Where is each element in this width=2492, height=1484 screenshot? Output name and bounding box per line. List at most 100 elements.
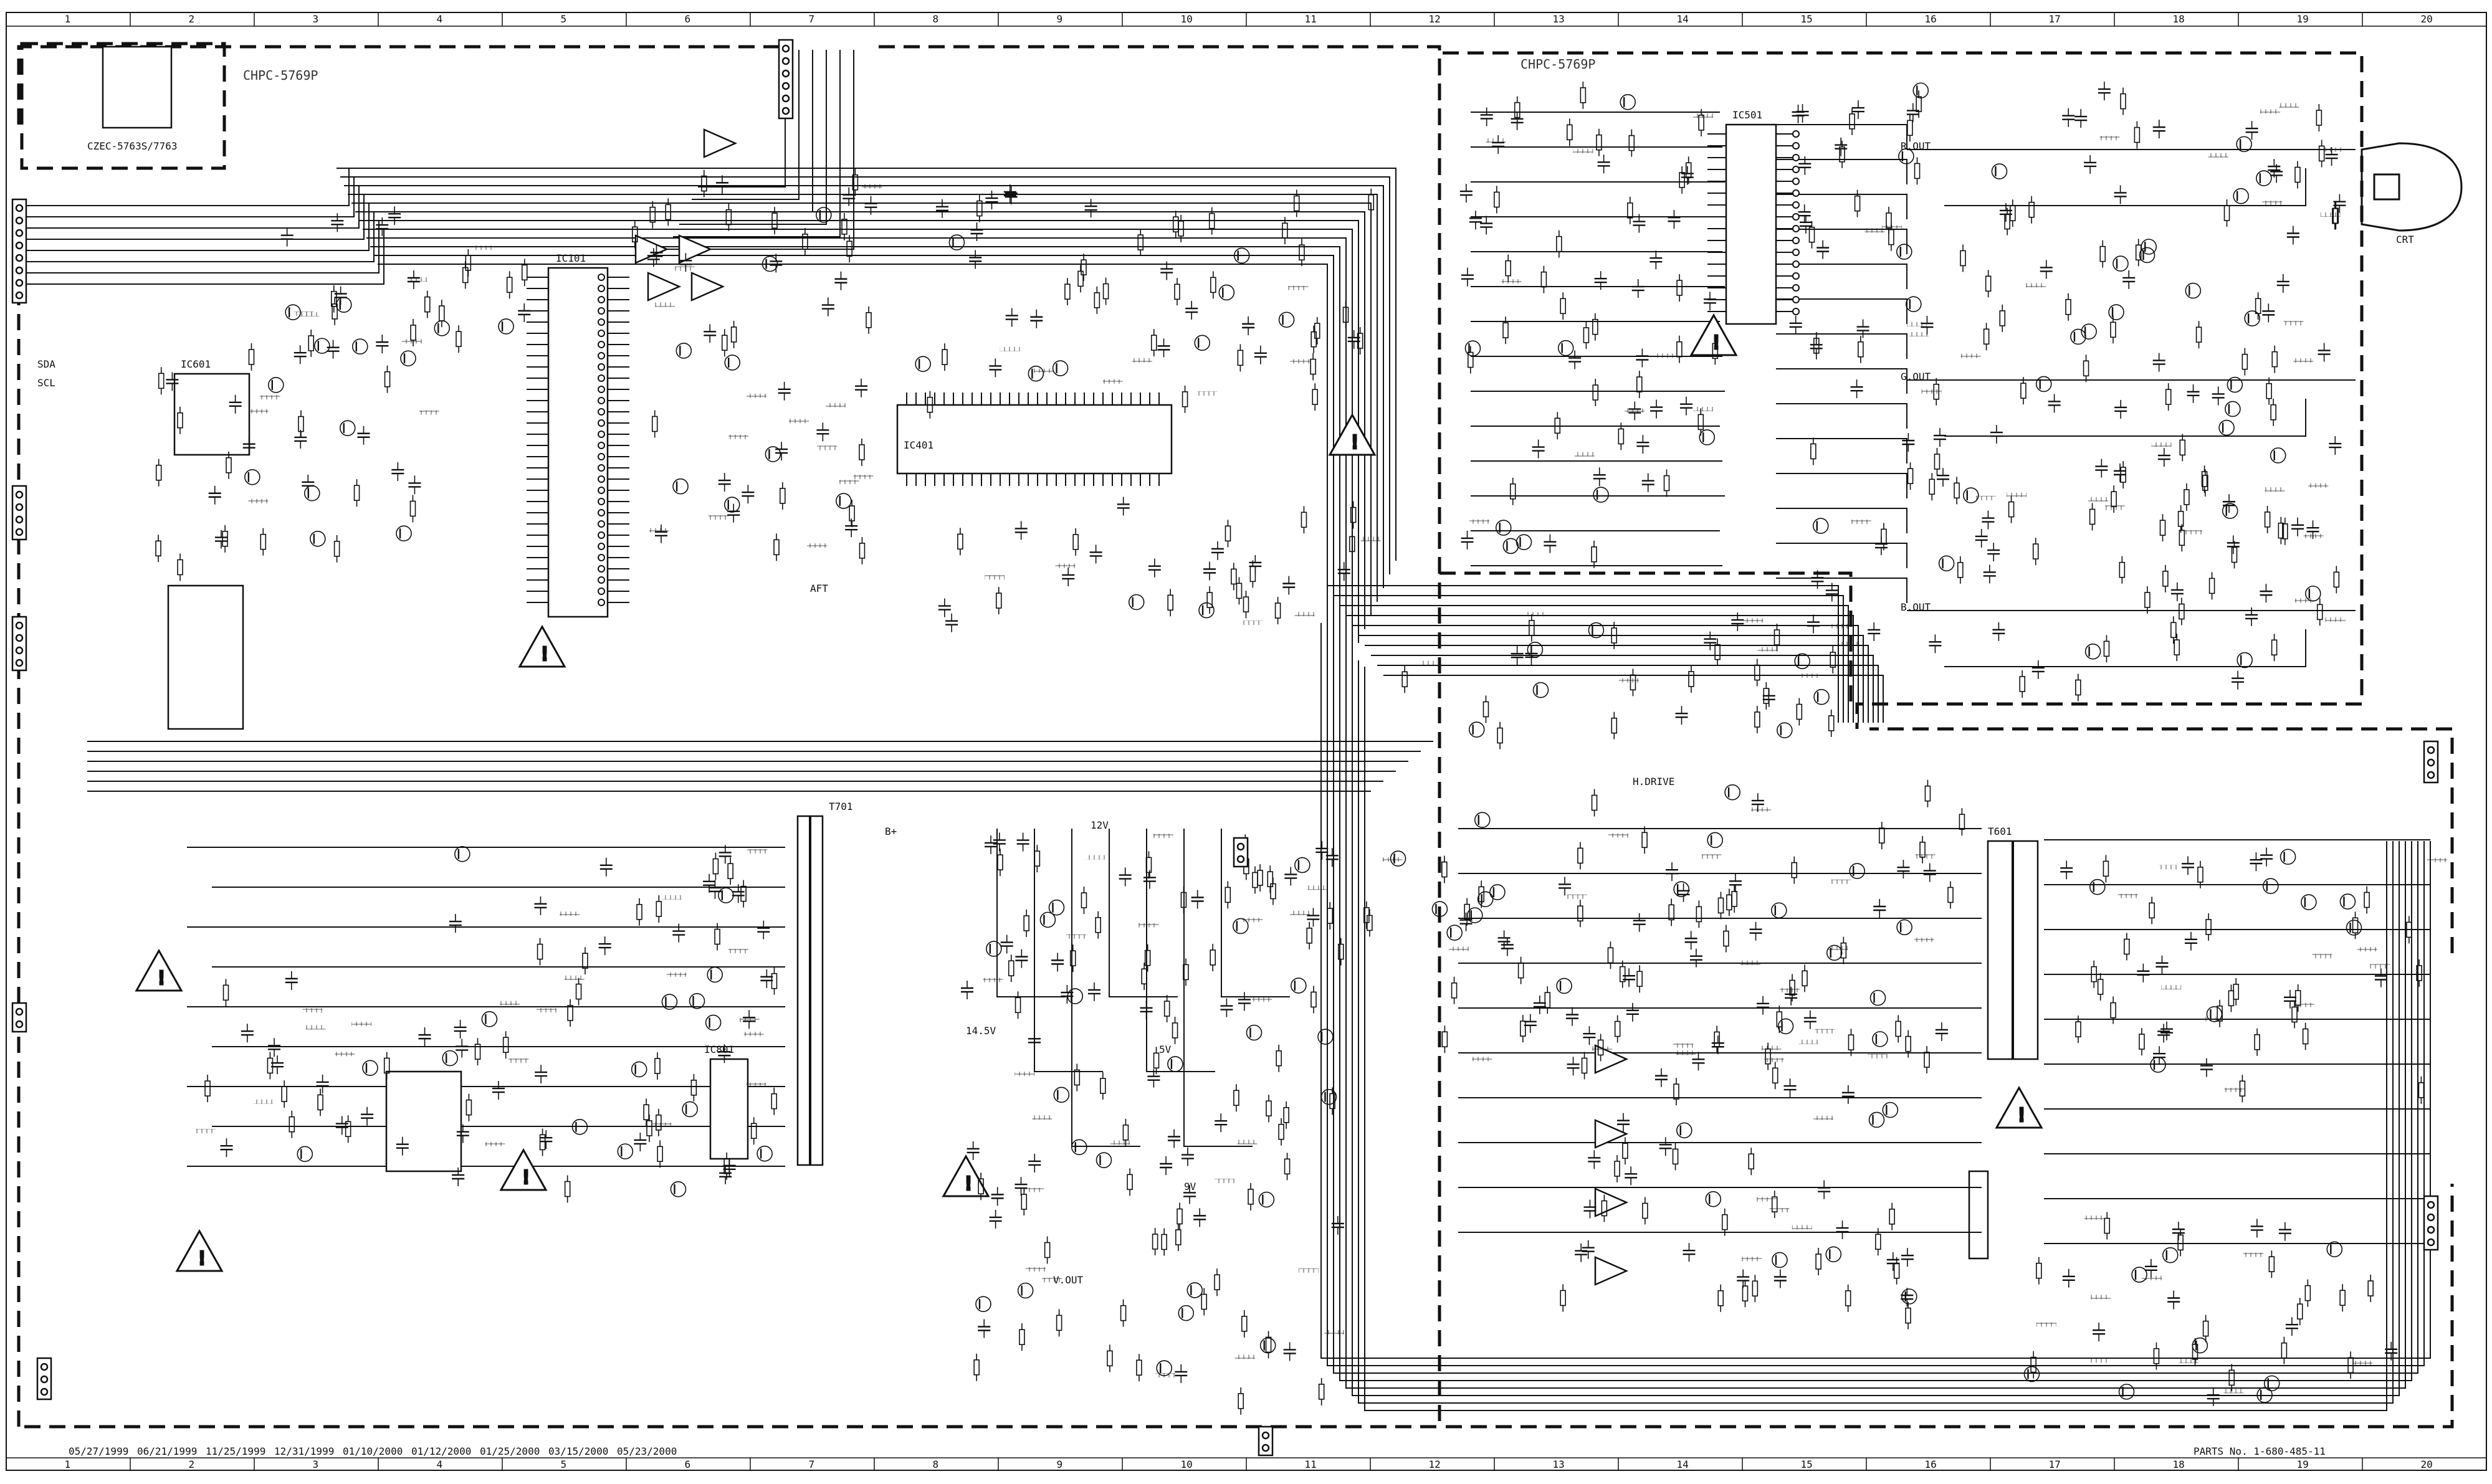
resistor xyxy=(1314,323,1320,339)
resistor xyxy=(727,863,733,880)
edge-connectors xyxy=(11,39,2439,1457)
component-label xyxy=(1237,1139,1258,1144)
resistor xyxy=(1577,847,1583,864)
bus-wire xyxy=(1327,585,1839,723)
connector-pin xyxy=(15,216,24,225)
resistor xyxy=(1152,1234,1158,1250)
component-label xyxy=(2088,497,2109,502)
ic-pin-marker xyxy=(598,587,605,595)
bus-wire xyxy=(363,229,1353,657)
component-label xyxy=(1469,519,1490,524)
resistor xyxy=(1556,235,1562,252)
component-label xyxy=(2260,109,2281,114)
component-label xyxy=(1024,1187,1044,1192)
transistor xyxy=(1028,365,1044,382)
resistor xyxy=(1137,234,1144,250)
ic-pin-marker xyxy=(598,565,605,573)
component-label xyxy=(1418,660,1439,665)
connector-top-left xyxy=(102,45,173,129)
component-label xyxy=(1574,452,1595,457)
component-label xyxy=(1624,408,1645,413)
ruler-col-label-bottom: 10 xyxy=(1181,1458,1193,1470)
drive-wire xyxy=(1071,829,1140,1147)
resistor xyxy=(1924,1052,1930,1068)
transistor xyxy=(631,1061,647,1078)
component-label xyxy=(2283,321,2304,326)
resistor xyxy=(1697,414,1704,430)
ic-pin-marker xyxy=(598,509,605,516)
warning-icon xyxy=(942,1154,990,1197)
resistor xyxy=(1626,202,1633,219)
bus-wire xyxy=(25,212,375,262)
transistor xyxy=(1705,1191,1722,1207)
video-wire xyxy=(1776,473,1907,498)
bus-wire xyxy=(1383,675,1884,723)
resistor xyxy=(1167,594,1174,611)
resistor xyxy=(298,416,304,432)
component-label xyxy=(2161,985,2182,990)
component-label xyxy=(2151,442,2172,447)
resistor xyxy=(1696,906,1702,923)
resistor xyxy=(1141,968,1147,985)
resistor xyxy=(700,175,707,192)
component-label xyxy=(1751,807,1772,812)
transistor xyxy=(765,446,781,462)
resistor xyxy=(2162,571,2169,587)
transistor xyxy=(2108,304,2124,320)
resistor xyxy=(1723,930,1729,947)
transistor xyxy=(1258,1191,1275,1208)
transistor xyxy=(1052,360,1069,376)
warning-icon xyxy=(518,624,566,668)
component-label xyxy=(853,475,874,480)
transistor xyxy=(617,1143,634,1159)
transistor xyxy=(1707,832,1724,849)
resistor xyxy=(1947,887,1954,903)
connector-right-b xyxy=(2423,1195,2439,1251)
resistor xyxy=(1878,827,1885,844)
transistor xyxy=(2244,310,2260,326)
resistor xyxy=(1959,814,1965,830)
transistor xyxy=(816,207,832,223)
resistor xyxy=(1672,1148,1679,1165)
resistor xyxy=(1249,566,1256,583)
resistor xyxy=(1201,1293,1208,1310)
ruler-col-label-top: 7 xyxy=(809,13,815,25)
transistor xyxy=(2346,920,2362,936)
ic-pin-marker xyxy=(598,543,605,550)
resistor xyxy=(1127,1174,1133,1191)
bus-wire xyxy=(1345,648,2406,1389)
transistor xyxy=(2280,849,2296,865)
transistor xyxy=(1218,284,1235,301)
component-label xyxy=(1798,1039,1819,1044)
resistor xyxy=(1914,163,1921,179)
resistor xyxy=(248,349,255,365)
resistor xyxy=(1044,1242,1051,1258)
connector-pin xyxy=(40,1387,49,1396)
top-left-connector-label: CZEC-5763S/7763 xyxy=(87,140,178,152)
resistor xyxy=(1150,335,1157,351)
transistor xyxy=(1991,163,2008,179)
resistor xyxy=(1772,1067,1778,1084)
transistor xyxy=(2301,894,2317,910)
transistor xyxy=(304,485,320,502)
flyback-label: T701 xyxy=(829,801,853,812)
video-wire xyxy=(1776,124,1907,150)
component-label xyxy=(1501,279,1522,284)
resistor xyxy=(1905,1307,1911,1324)
ruler-col-label-bottom: 9 xyxy=(1057,1458,1063,1470)
component-label xyxy=(1701,854,1722,859)
resistor xyxy=(1107,1350,1113,1367)
wire-bundles xyxy=(25,50,2431,1411)
ic-pin-marker xyxy=(598,475,605,483)
warning-mark: ! xyxy=(539,644,550,665)
resistor xyxy=(1252,872,1258,888)
bus-wire xyxy=(340,176,1390,574)
component-label xyxy=(1909,331,1929,336)
video-wire xyxy=(1776,403,1907,429)
ic-pin-marker xyxy=(598,363,605,371)
component-label xyxy=(666,972,687,977)
component-label xyxy=(260,395,280,400)
component-label xyxy=(2159,865,2179,870)
transistor xyxy=(1896,244,1912,260)
resistor xyxy=(2019,676,2026,692)
